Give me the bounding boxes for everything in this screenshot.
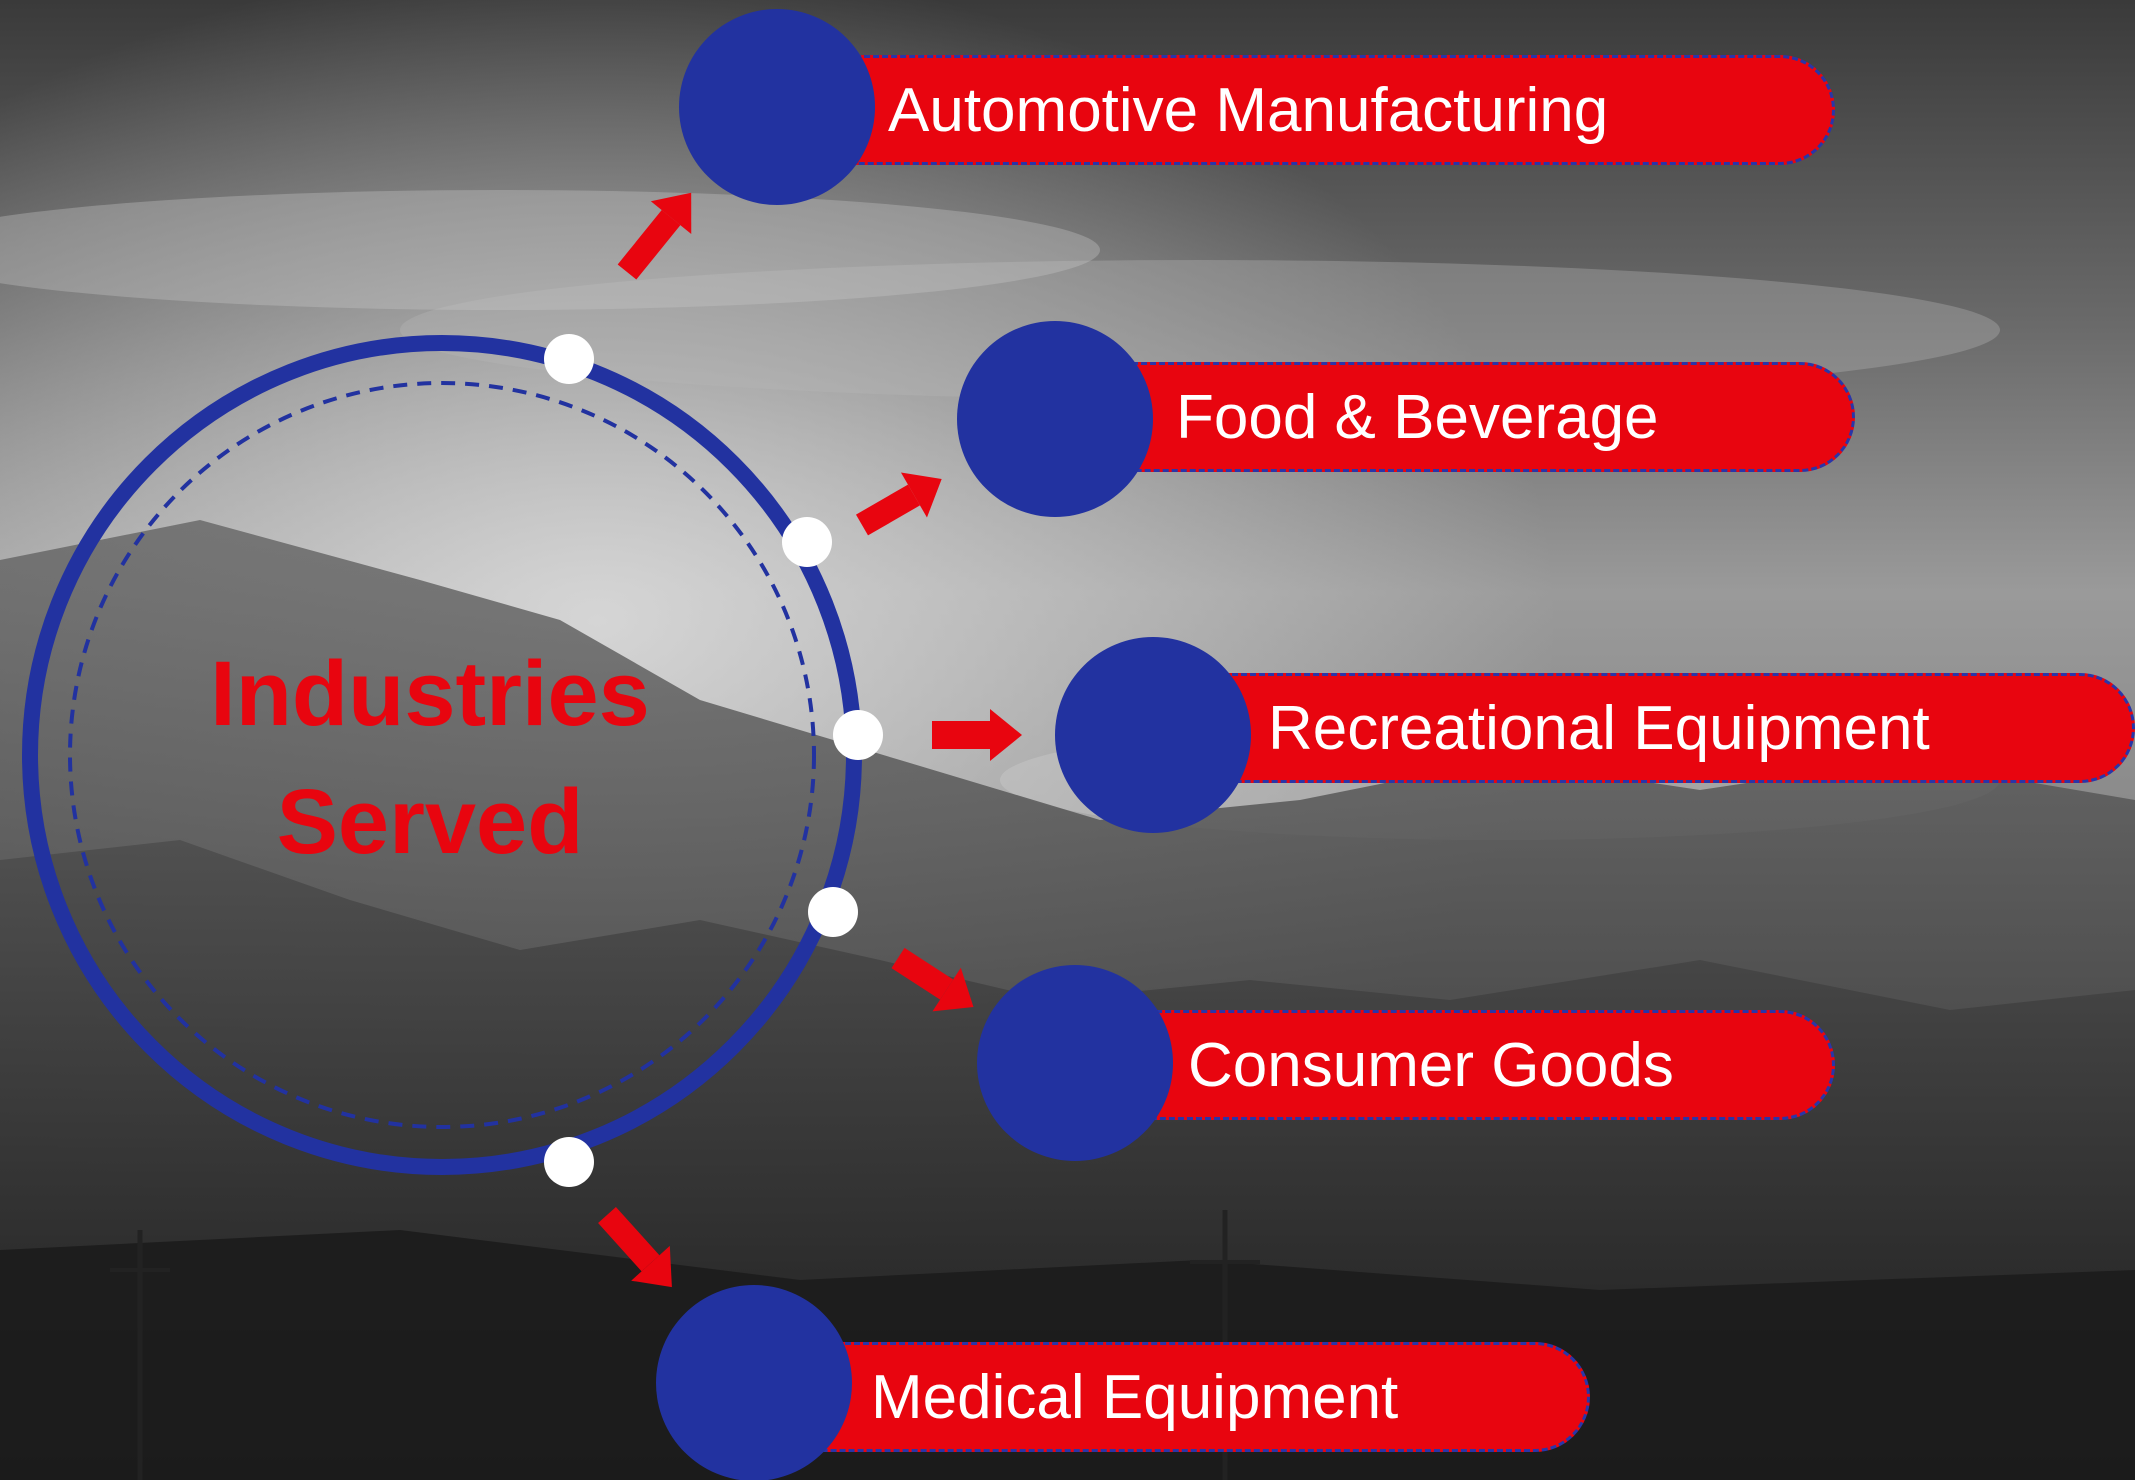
connector-dot-medical	[544, 1137, 594, 1187]
arrow-consumer	[891, 947, 974, 1012]
arrow-medical	[598, 1206, 672, 1288]
arrow-food	[856, 472, 942, 536]
connector-dot-food	[782, 517, 832, 567]
item-recreational: Recreational Equipment	[1195, 673, 2135, 783]
item-label: Automotive Manufacturing	[888, 75, 1609, 145]
item-label: Recreational Equipment	[1268, 693, 1930, 763]
connector-dot-automotive	[544, 334, 594, 384]
arrow-automotive	[617, 192, 692, 280]
inner-dashed-ring	[68, 381, 816, 1129]
item-food-beverage: Food & Beverage	[1095, 362, 1855, 472]
connector-dot-recreational	[833, 710, 883, 760]
item-medical: Medical Equipment	[790, 1342, 1590, 1452]
connector-dot-consumer	[808, 887, 858, 937]
item-label: Consumer Goods	[1188, 1030, 1674, 1100]
item-label: Food & Beverage	[1176, 382, 1659, 452]
diagram-title: Industries Served	[95, 630, 765, 886]
item-automotive: Automotive Manufacturing	[800, 55, 1835, 165]
title-line-2: Served	[276, 771, 584, 873]
title-line-1: Industries	[210, 643, 650, 745]
item-consumer-goods: Consumer Goods	[1110, 1010, 1835, 1120]
item-label: Medical Equipment	[871, 1362, 1399, 1432]
arrow-recreational	[932, 709, 1022, 761]
